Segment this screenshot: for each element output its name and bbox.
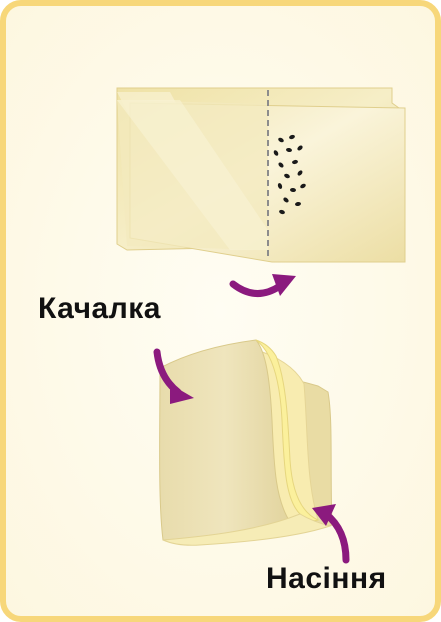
label-kachalka: Качалка	[38, 292, 161, 326]
label-nasinnia: Насіння	[266, 562, 387, 596]
folded-paper-illustration	[117, 88, 405, 262]
